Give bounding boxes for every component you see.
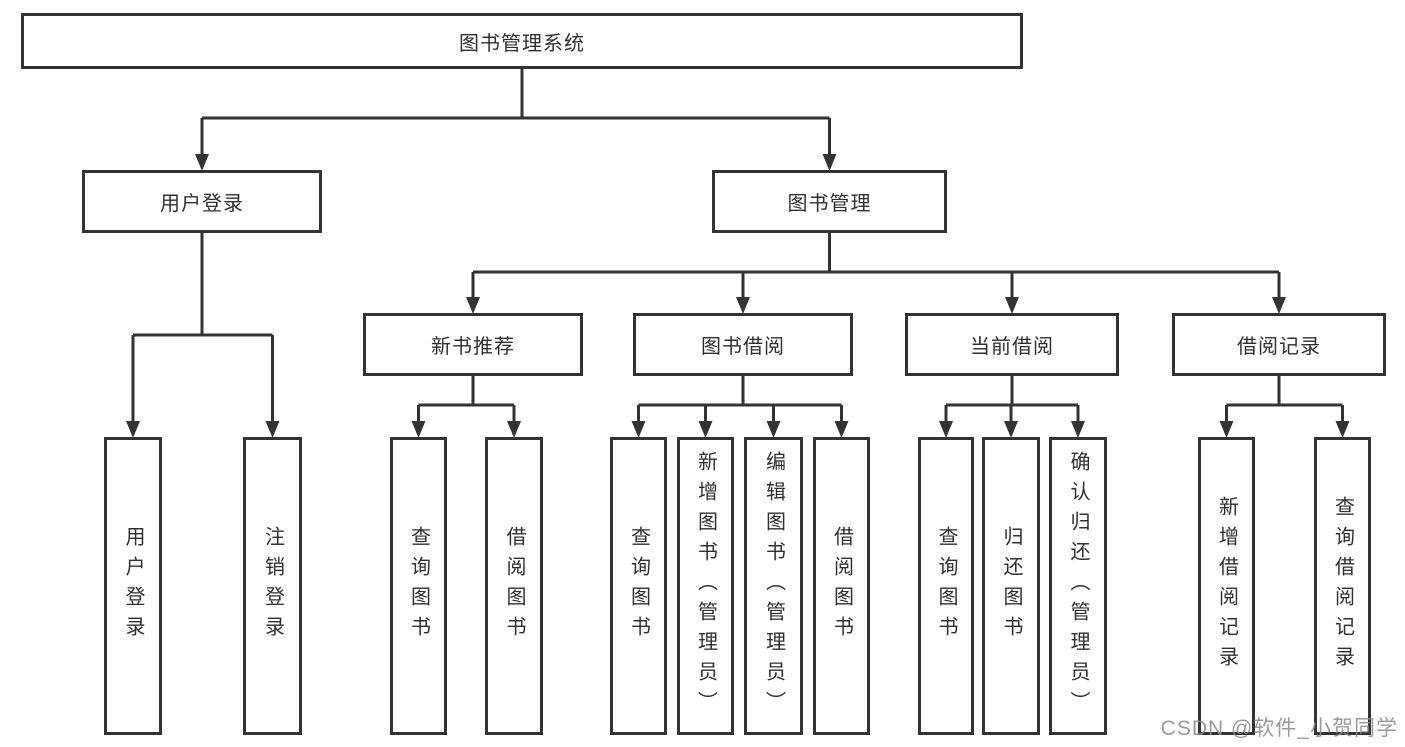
node-leaf-query-record: 查询借阅记录 [1314,437,1371,735]
node-leaf-add-book: 新增图书（管理员） [677,437,734,735]
watermark: CSDN @软件_小贺同学 [1160,717,1398,740]
node-leaf-query-book-1: 查询图书 [390,437,447,735]
node-leaf-query-book-2: 查询图书 [610,437,667,735]
node-leaf-user-login: 用户登录 [104,437,162,735]
node-new-book-rec: 新书推荐 [363,313,583,376]
node-book-borrow: 图书借阅 [633,313,853,376]
node-book-mgmt: 图书管理 [712,170,947,233]
node-leaf-borrow-book-1: 借阅图书 [485,437,543,735]
node-current-borrow: 当前借阅 [905,313,1119,376]
node-leaf-query-book-3: 查询图书 [918,437,974,735]
node-leaf-add-record: 新增借阅记录 [1198,437,1255,735]
node-borrow-record: 借阅记录 [1172,313,1386,376]
node-leaf-confirm-return: 确认归还（管理员） [1049,437,1107,735]
node-user-login: 用户登录 [82,170,322,233]
node-leaf-borrow-book-2: 借阅图书 [813,437,870,735]
node-root: 图书管理系统 [21,13,1023,69]
node-leaf-edit-book: 编辑图书（管理员） [744,437,803,735]
node-leaf-return-book: 归还图书 [982,437,1040,735]
node-leaf-logout: 注销登录 [243,437,302,735]
